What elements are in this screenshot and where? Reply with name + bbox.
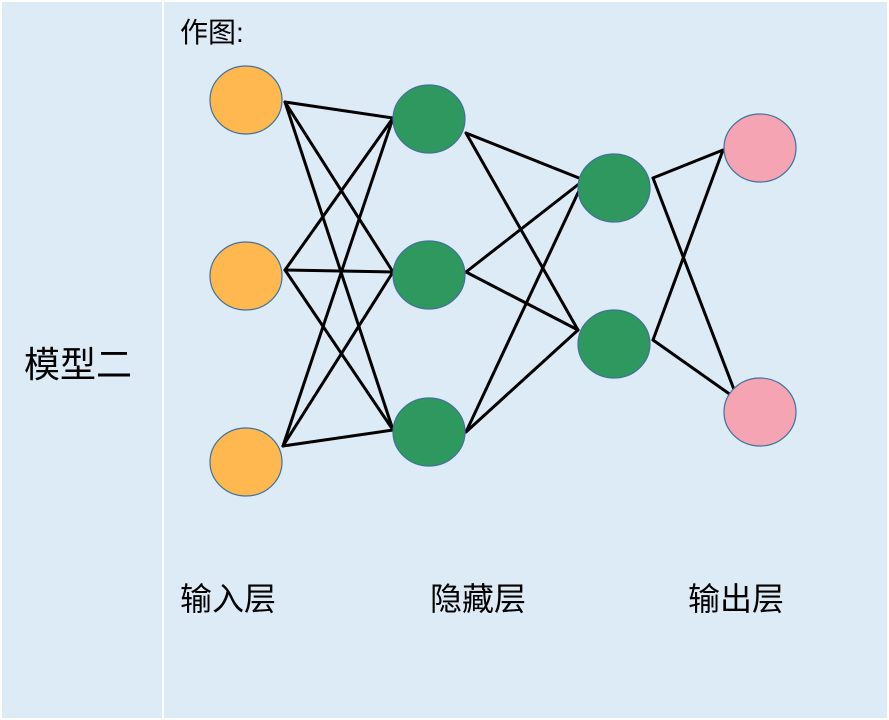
connection-line — [281, 270, 395, 448]
network-nodes — [209, 65, 797, 497]
connection-line — [651, 176, 740, 402]
hidden-node — [577, 153, 651, 223]
connection-line — [283, 100, 395, 120]
connection-line — [283, 100, 395, 432]
connection-line — [281, 428, 395, 448]
hidden-node — [392, 240, 466, 310]
input-node — [209, 65, 283, 135]
input-layer-label: 输入层 — [180, 581, 276, 617]
connection-line — [651, 148, 725, 342]
connection-line — [283, 268, 395, 432]
connection-line — [651, 148, 725, 180]
connection-line — [464, 178, 586, 274]
hidden-node — [392, 397, 466, 467]
connection-line — [281, 116, 395, 448]
connection-line — [283, 100, 395, 274]
output-node — [723, 113, 797, 183]
input-node — [209, 427, 283, 497]
hidden-node — [392, 84, 466, 154]
output-layer-label: 输出层 — [688, 581, 784, 617]
row-label: 模型二 — [24, 344, 132, 385]
connection-line — [464, 270, 580, 332]
connection-line — [464, 328, 580, 434]
connection-line — [464, 178, 586, 434]
connection-line — [464, 131, 586, 182]
connection-line — [283, 116, 395, 272]
section-title: 作图: — [180, 17, 244, 48]
connection-line — [464, 131, 580, 332]
connection-line — [283, 268, 395, 274]
output-node — [723, 377, 797, 447]
hidden-layer-label: 隐藏层 — [430, 581, 526, 617]
hidden-node — [577, 309, 651, 379]
connection-line — [651, 338, 740, 402]
input-node — [209, 241, 283, 311]
connection-lines — [281, 100, 740, 448]
